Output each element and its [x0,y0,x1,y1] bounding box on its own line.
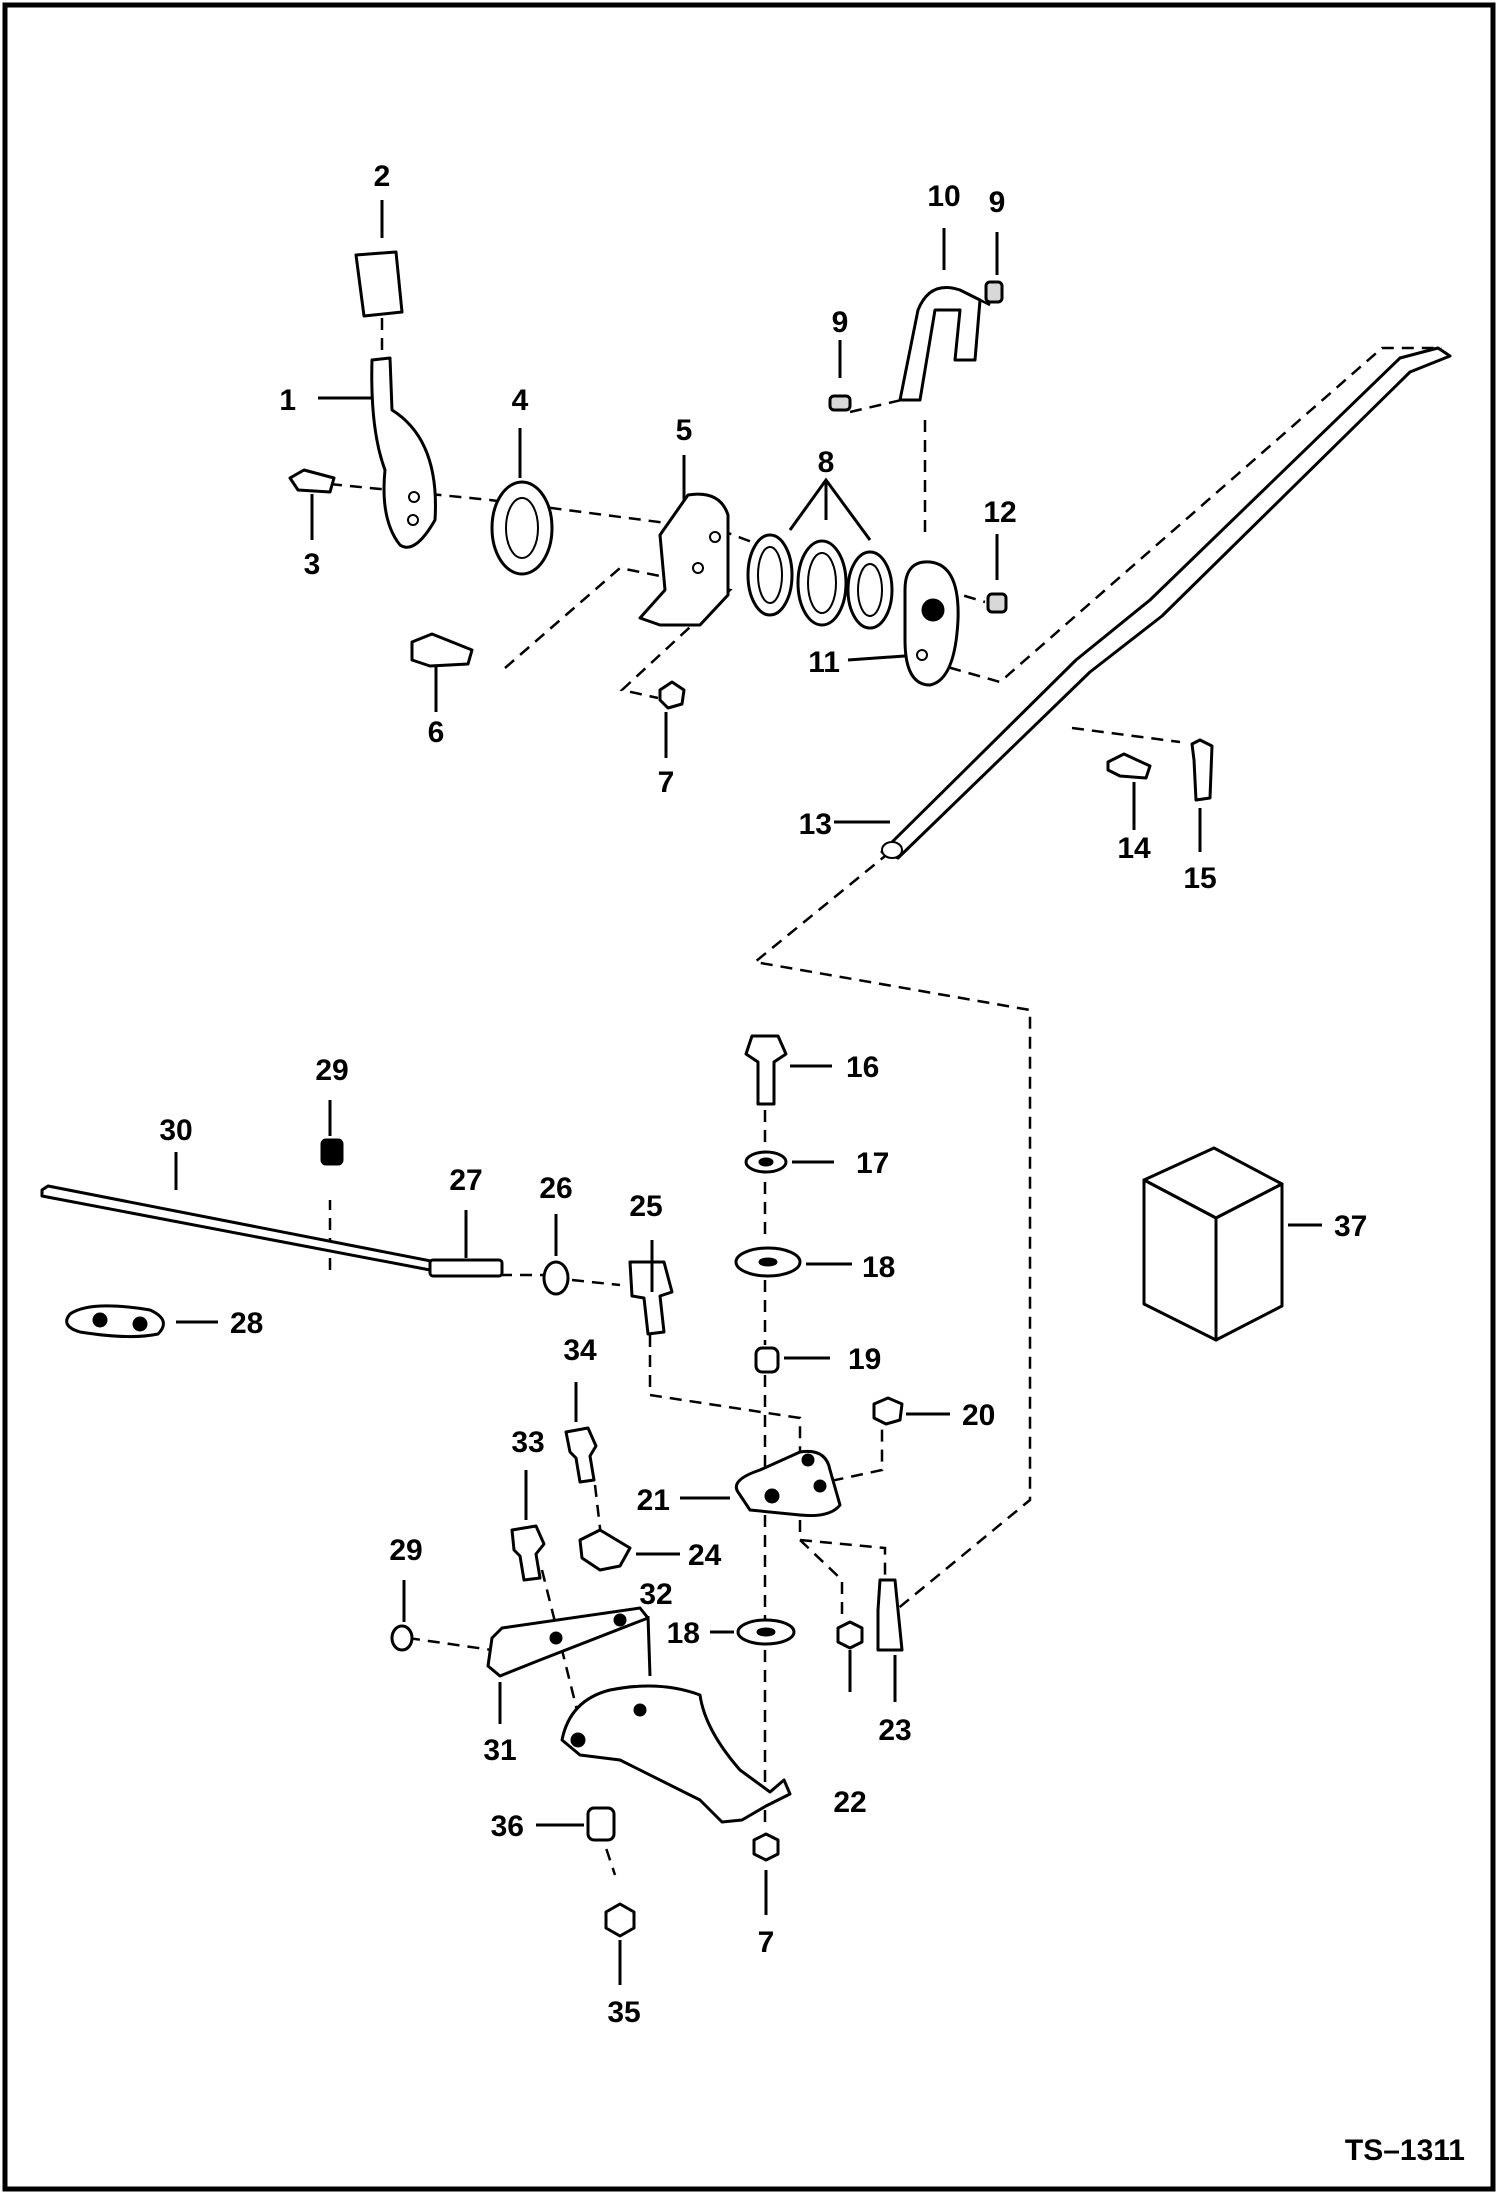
part-3-screw [288,468,336,494]
callout-4: 4 [512,384,529,417]
callout-12: 12 [983,496,1016,529]
part-32-bracket [560,1684,792,1824]
part-7-nut-lower [752,1832,780,1862]
callout-18-lower: 18 [667,1617,700,1650]
part-14-bolt [1106,752,1152,780]
part-24-clip [578,1528,632,1572]
part-33-bolt [510,1524,546,1582]
part-19-spacer [754,1346,780,1374]
part-13-control-rod [880,346,1452,860]
callout-7-upper: 7 [658,766,675,799]
part-1-lever [370,356,437,549]
callout-25: 25 [629,1190,662,1223]
callout-22: 22 [833,1786,866,1819]
part-29-nut-upper [320,1138,344,1166]
callout-18-upper: 18 [862,1251,895,1284]
callout-9-left: 9 [832,306,849,339]
part-12-nut [986,592,1008,614]
callout-29-lower: 29 [389,1534,422,1567]
callout-10: 10 [927,180,960,213]
part-36-spacer [586,1806,616,1842]
callout-13: 13 [799,808,832,841]
callout-35: 35 [607,1996,640,2029]
part-22-nut [836,1620,864,1650]
callout-6: 6 [428,716,445,749]
part-8-seal-rings [746,533,894,630]
part-23-ball-stud [876,1578,904,1652]
callout-34: 34 [563,1334,597,1367]
callout-labels: 2 1 3 4 5 6 7 8 9 10 9 12 11 13 14 15 16… [159,160,1367,2029]
callout-17: 17 [856,1147,889,1180]
part-6-bolt [410,632,474,668]
leader-lines [174,200,1322,1985]
callout-15: 15 [1183,862,1216,895]
callout-8: 8 [818,446,835,479]
callout-2: 2 [374,160,391,193]
part-31-plate [486,1606,650,1678]
callout-19: 19 [848,1343,881,1376]
part-26-nut [542,1260,570,1296]
callout-1: 1 [279,384,296,417]
callout-20: 20 [962,1399,995,1432]
figure-id: TS–1311 [1345,2134,1465,2167]
callout-36: 36 [491,1810,524,1843]
callout-5: 5 [676,414,693,447]
part-9-setscrew-right [984,280,1004,304]
part-16-bolt [744,1034,788,1106]
part-9-setscrew-left [828,394,852,412]
part-34-bolt [564,1426,598,1484]
part-25-swivel [628,1260,674,1336]
part-11-pivot-hub [903,560,960,687]
part-2-knob [354,250,404,318]
part-20-nut [872,1396,904,1426]
callout-27: 27 [449,1164,482,1197]
callout-9-right: 9 [989,186,1006,219]
callout-23: 23 [878,1714,911,1747]
callout-16: 16 [846,1051,879,1084]
part-37-kit-box [1142,1146,1284,1342]
callout-11: 11 [808,646,840,679]
callout-26: 26 [539,1172,572,1205]
part-5-bracket [638,492,730,627]
part-35-nut [604,1902,636,1938]
callout-32: 32 [639,1578,672,1611]
part-28-link [65,1304,165,1339]
part-30-cable [40,1184,438,1272]
callout-30: 30 [159,1114,192,1147]
callout-28: 28 [230,1307,263,1340]
callout-33: 33 [511,1426,544,1459]
part-29-nut-lower [390,1624,414,1652]
part-7-nut-upper [658,680,686,710]
callout-21: 21 [637,1484,670,1517]
callout-31: 31 [483,1734,516,1767]
part-21-link-plate [734,1449,842,1517]
callout-29-upper: 29 [315,1054,348,1087]
callout-14: 14 [1117,832,1151,865]
callout-7-lower: 7 [758,1926,775,1959]
callout-37: 37 [1334,1210,1367,1243]
part-15-clip [1190,738,1214,802]
callout-24: 24 [688,1539,722,1572]
part-10-fork-bracket [898,286,982,402]
callout-3: 3 [304,548,321,581]
